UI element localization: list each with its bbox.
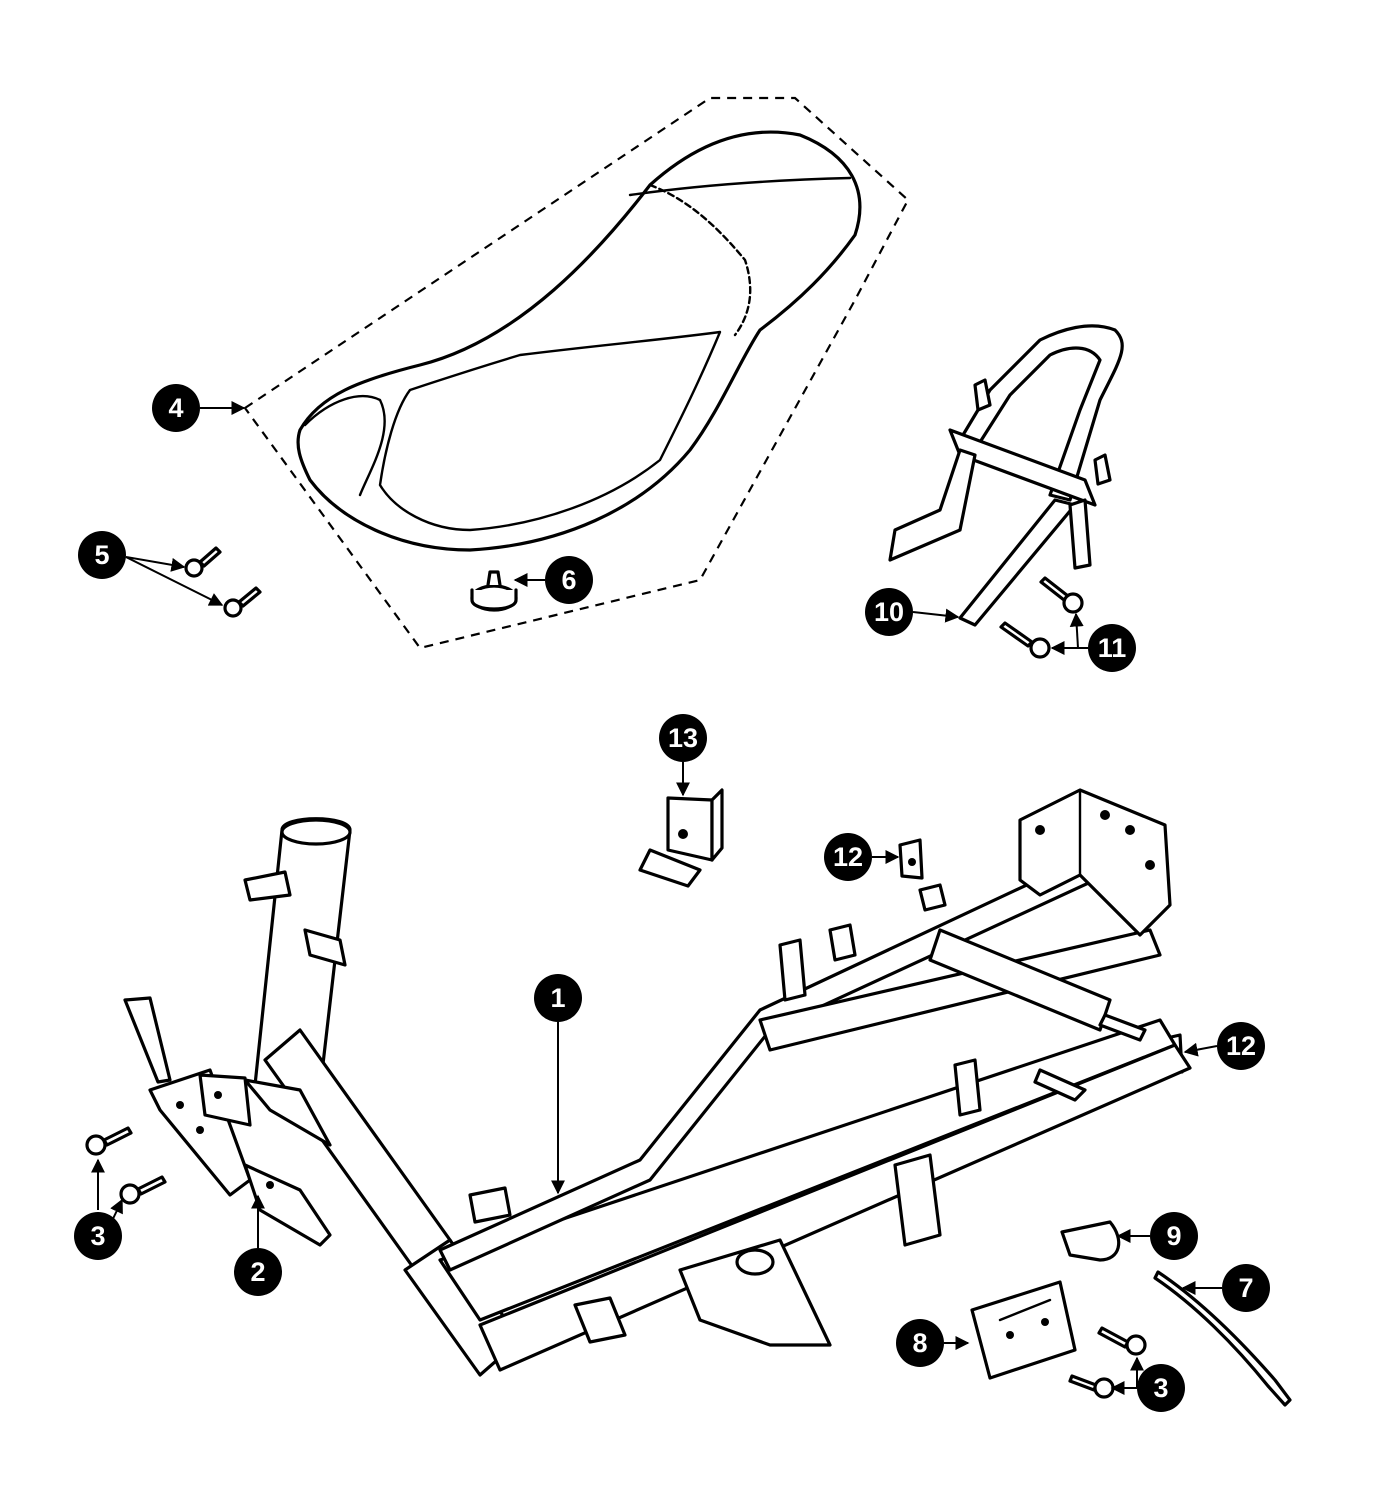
front-bracket [123, 996, 332, 1247]
callout-1-label: 1 [550, 983, 565, 1013]
callout-6: 6 [545, 556, 593, 604]
callout-11-label: 11 [1098, 633, 1127, 663]
callout-2: 2 [234, 1248, 282, 1296]
front-bracket-bolts [85, 1126, 167, 1205]
seat [296, 130, 862, 552]
callout-2-label: 2 [250, 1257, 265, 1287]
callout-7: 7 [1222, 1264, 1270, 1312]
callout-10-label: 10 [874, 597, 904, 627]
callout-12-upper-label: 12 [833, 842, 863, 872]
callout-7-label: 7 [1238, 1273, 1253, 1303]
seat-screws [184, 546, 262, 618]
clamp-9 [1060, 1220, 1121, 1262]
callout-11: 11 [1088, 624, 1136, 672]
callout-12-lower: 12 [1217, 1022, 1265, 1070]
callout-3-right-label: 3 [1153, 1373, 1168, 1403]
leader-lines [91, 401, 1222, 1395]
callout-5-label: 5 [94, 540, 109, 570]
callout-5: 5 [78, 531, 126, 579]
callout-3-right: 3 [1137, 1364, 1185, 1412]
plate-bolts [1068, 1326, 1147, 1399]
callout-8-label: 8 [912, 1328, 927, 1358]
callout-12-upper: 12 [824, 833, 872, 881]
callout-13-label: 13 [668, 723, 698, 753]
callout-9: 9 [1150, 1212, 1198, 1260]
callout-1: 1 [534, 974, 582, 1022]
carrier-bolts [999, 576, 1084, 659]
seat-damper [470, 570, 518, 612]
callout-12-lower-label: 12 [1226, 1031, 1256, 1061]
callout-4-label: 4 [168, 393, 183, 423]
seat-assembly-outline [243, 96, 910, 650]
rear-carrier [888, 324, 1124, 627]
callout-4: 4 [152, 384, 200, 432]
callout-3-left-label: 3 [90, 1221, 105, 1251]
callout-6-label: 6 [561, 565, 576, 595]
plate-8 [970, 1280, 1077, 1380]
callout-13: 13 [659, 714, 707, 762]
cable-7 [1153, 1270, 1292, 1407]
callout-9-label: 9 [1166, 1221, 1181, 1251]
callout-3-left: 3 [74, 1212, 122, 1260]
callout-10: 10 [865, 588, 913, 636]
main-frame [243, 788, 1192, 1377]
callout-8: 8 [896, 1319, 944, 1367]
bracket-13 [638, 788, 724, 888]
clip-12-upper [898, 838, 924, 880]
